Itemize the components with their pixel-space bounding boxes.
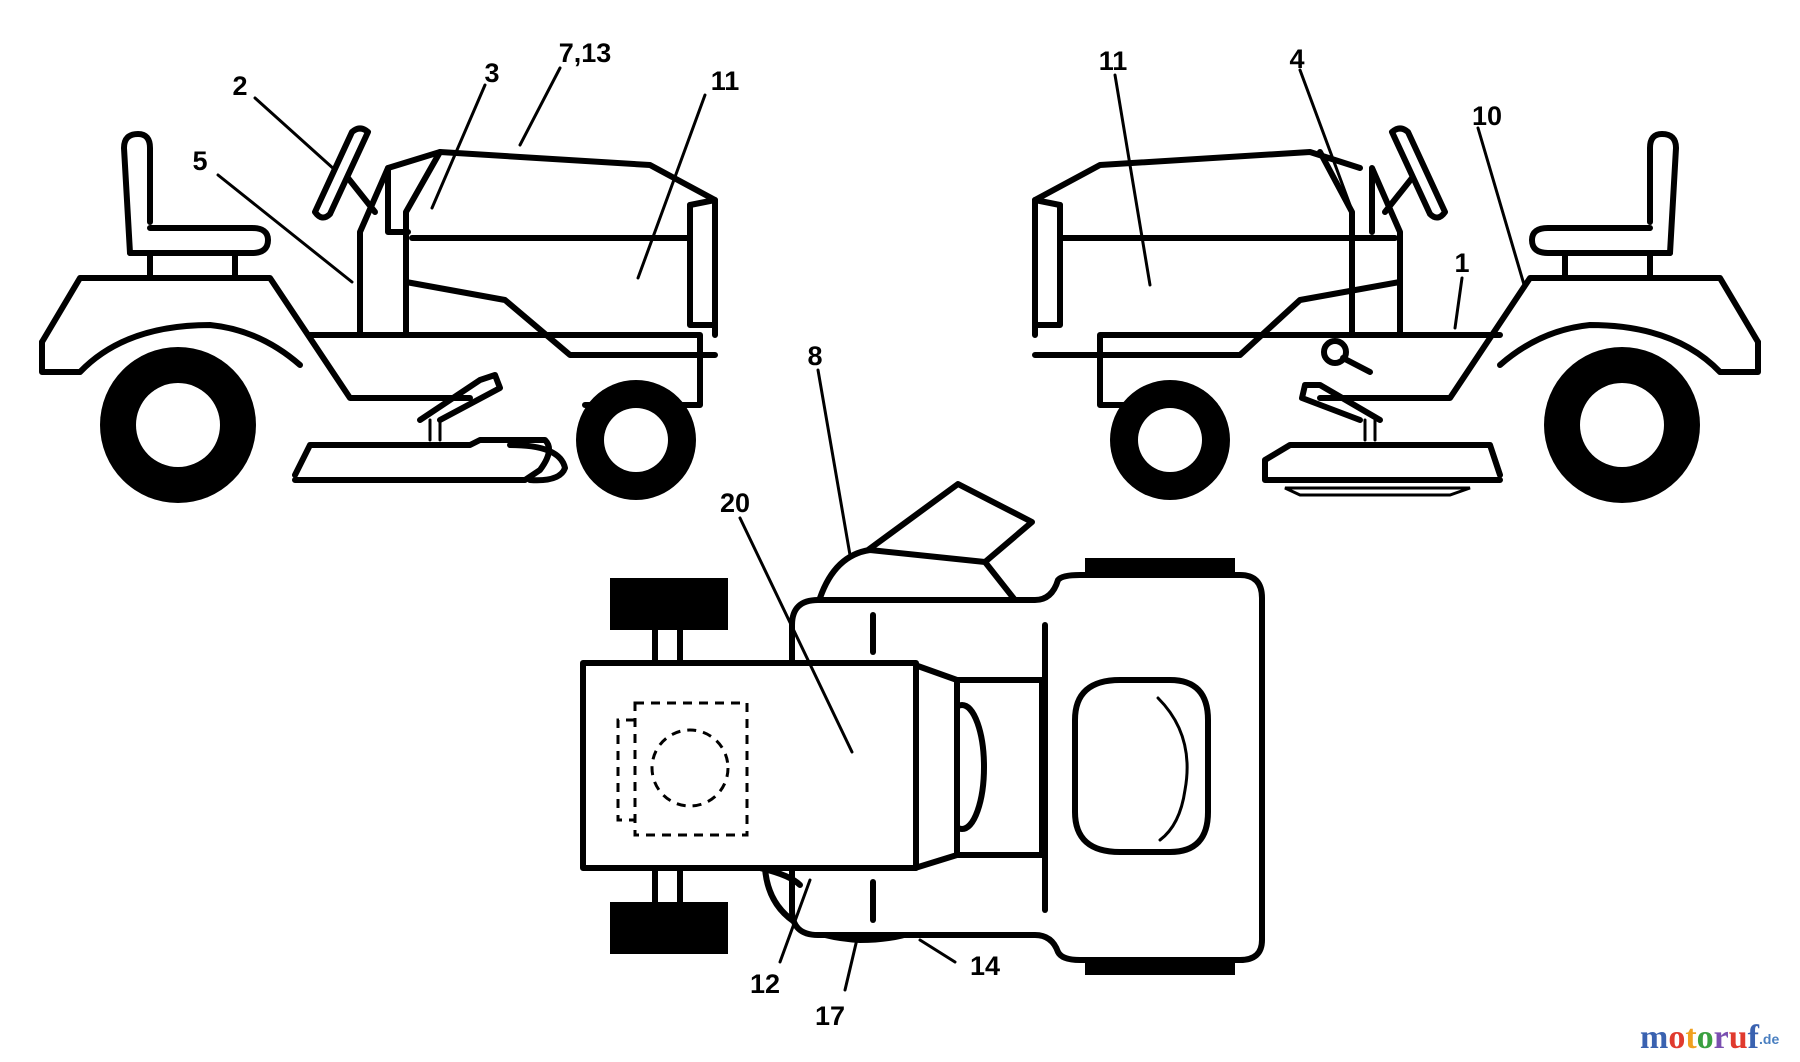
leader-5: [216, 173, 354, 284]
front-hub-left: [604, 408, 668, 472]
hood-top-right: [1032, 149, 1363, 338]
watermark-letter: r: [1714, 1019, 1729, 1056]
watermark-letter: o: [1668, 1019, 1685, 1056]
hood-side: [409, 197, 718, 241]
leader-2: [253, 96, 337, 172]
deck-chute: [507, 442, 568, 484]
watermark-letter: t: [1685, 1019, 1697, 1056]
watermark-letter: m: [1640, 1019, 1668, 1056]
seat-cushion-right: [1529, 225, 1673, 256]
leader-lines: [216, 66, 1527, 992]
hood-lower-curve: [757, 865, 803, 888]
callout-17: 17: [815, 1001, 845, 1031]
front-tire-top-right: [610, 902, 728, 954]
hood-top: [580, 660, 919, 871]
hood-lower: [403, 279, 718, 358]
rear-fender-right: [1317, 275, 1761, 401]
seat-top-inner: [1156, 696, 1189, 842]
callout-11-left: 11: [711, 66, 740, 96]
leader-14: [918, 938, 957, 964]
tractor-left-side-view: [39, 125, 718, 503]
dash-panel: [357, 165, 411, 338]
engine-fan-dashed: [650, 728, 730, 808]
seat-cushion: [127, 225, 271, 256]
callout-4: 4: [1289, 44, 1304, 74]
rear-fender-lower-right: [1497, 322, 1761, 375]
watermark-letter: u: [1729, 1019, 1748, 1056]
watermark-letter: o: [1697, 1019, 1714, 1056]
grille-right: [1032, 202, 1063, 328]
front-axle-top: [652, 627, 683, 905]
leader-1: [1453, 276, 1464, 330]
deck-hanger-right: [1363, 418, 1377, 442]
callout-labels: 2 5 3 7,13 11 11 4 10 1 8 20 12 17 14: [192, 38, 1502, 1031]
deck-hanger: [428, 418, 442, 442]
steering-wheel: [312, 125, 371, 221]
foot-pedal-right: [1299, 382, 1383, 423]
leader-12: [778, 878, 812, 964]
watermark-suffix: .de: [1759, 1031, 1779, 1047]
lift-lever: [1340, 355, 1373, 375]
leader-8: [816, 368, 852, 557]
rear-fender: [39, 275, 473, 401]
leader-20: [738, 516, 854, 754]
callout-7-13: 7,13: [559, 38, 612, 68]
callout-1: 1: [1454, 248, 1469, 278]
callout-10: 10: [1472, 101, 1502, 131]
hood-taper: [912, 662, 960, 871]
grille: [687, 202, 718, 328]
dash-panel-right: [1369, 165, 1403, 338]
front-tire-top-left: [610, 578, 728, 630]
leader-10: [1476, 126, 1527, 290]
callout-14: 14: [970, 951, 1000, 981]
dash-box-top: [954, 677, 1045, 858]
seat-top: [1072, 677, 1211, 855]
callout-5: 5: [192, 146, 207, 176]
engine-outline-dashed: [633, 701, 749, 837]
callout-8: 8: [807, 341, 822, 371]
seat-back: [121, 131, 153, 256]
discharge-chute: [865, 481, 1035, 565]
callout-2: 2: [232, 71, 247, 101]
rear-hub-right: [1580, 383, 1664, 467]
foot-pedal: [417, 372, 503, 423]
seat-post-right: [1562, 250, 1653, 281]
leader-11-left: [636, 93, 707, 280]
mower-deck-right: [1262, 442, 1503, 483]
seat-post: [147, 250, 238, 281]
deck-skirt-right: [1284, 486, 1471, 497]
rear-fender-lower: [39, 322, 303, 375]
watermark-text: motoruf.de: [1640, 1019, 1779, 1056]
tractor-top-view: [580, 481, 1265, 975]
callout-3: 3: [484, 58, 499, 88]
leader-17: [843, 933, 860, 992]
steering-wheel-right: [1389, 125, 1448, 221]
leader-7-13: [518, 66, 562, 147]
hood-side-right: [1032, 197, 1398, 241]
callout-11-right: 11: [1099, 46, 1128, 76]
hood-top: [385, 149, 718, 338]
watermark-letter: f: [1748, 1019, 1760, 1056]
tractor-right-side-view: [1032, 125, 1761, 503]
rear-hub-left: [136, 383, 220, 467]
hood-rear-line: [403, 149, 443, 338]
callout-12: 12: [750, 969, 780, 999]
leader-4: [1298, 68, 1352, 207]
seat-back-right: [1647, 131, 1679, 256]
leader-11-right: [1113, 73, 1152, 287]
deck-outline-top: [817, 547, 1018, 603]
engine-side-dashed: [616, 718, 635, 822]
watermark-logo: motoruf.de: [1640, 1019, 1779, 1056]
callout-20: 20: [720, 488, 750, 518]
front-hub-right: [1138, 408, 1202, 472]
steering-column-right: [1382, 175, 1415, 215]
leader-3: [430, 83, 487, 210]
hood-rear-right: [1317, 149, 1355, 338]
